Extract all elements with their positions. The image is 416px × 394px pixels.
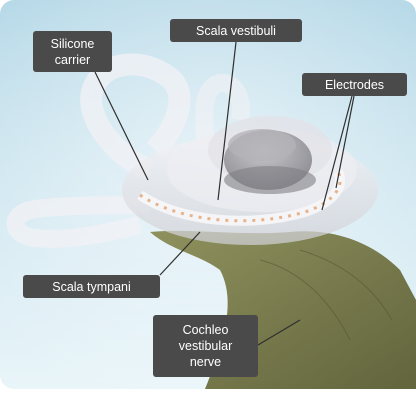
electrodes-label-text: Electrodes bbox=[325, 77, 384, 93]
scala-tympani-label-text: Scala tympani bbox=[52, 279, 131, 295]
silicone-carrier-label: Silicone carrier bbox=[33, 31, 112, 72]
silicone-carrier-label-line-2: carrier bbox=[55, 52, 90, 68]
scala-vestibuli-label: Scala vestibuli bbox=[170, 19, 302, 42]
electrodes-label: Electrodes bbox=[302, 73, 407, 96]
scala-tympani-label: Scala tympani bbox=[23, 275, 160, 298]
cochleo-vestibular-nerve-label-line-1: Cochleo bbox=[183, 322, 229, 338]
cochleo-vestibular-nerve-label-line-3: nerve bbox=[190, 354, 221, 370]
silicone-carrier-label-line-1: Silicone bbox=[51, 36, 95, 52]
cochleo-vestibular-nerve-label-line-2: vestibular bbox=[179, 338, 233, 354]
scala-vestibuli-label-text: Scala vestibuli bbox=[196, 23, 276, 39]
cochleo-vestibular-nerve-label: Cochleo vestibular nerve bbox=[153, 315, 258, 377]
